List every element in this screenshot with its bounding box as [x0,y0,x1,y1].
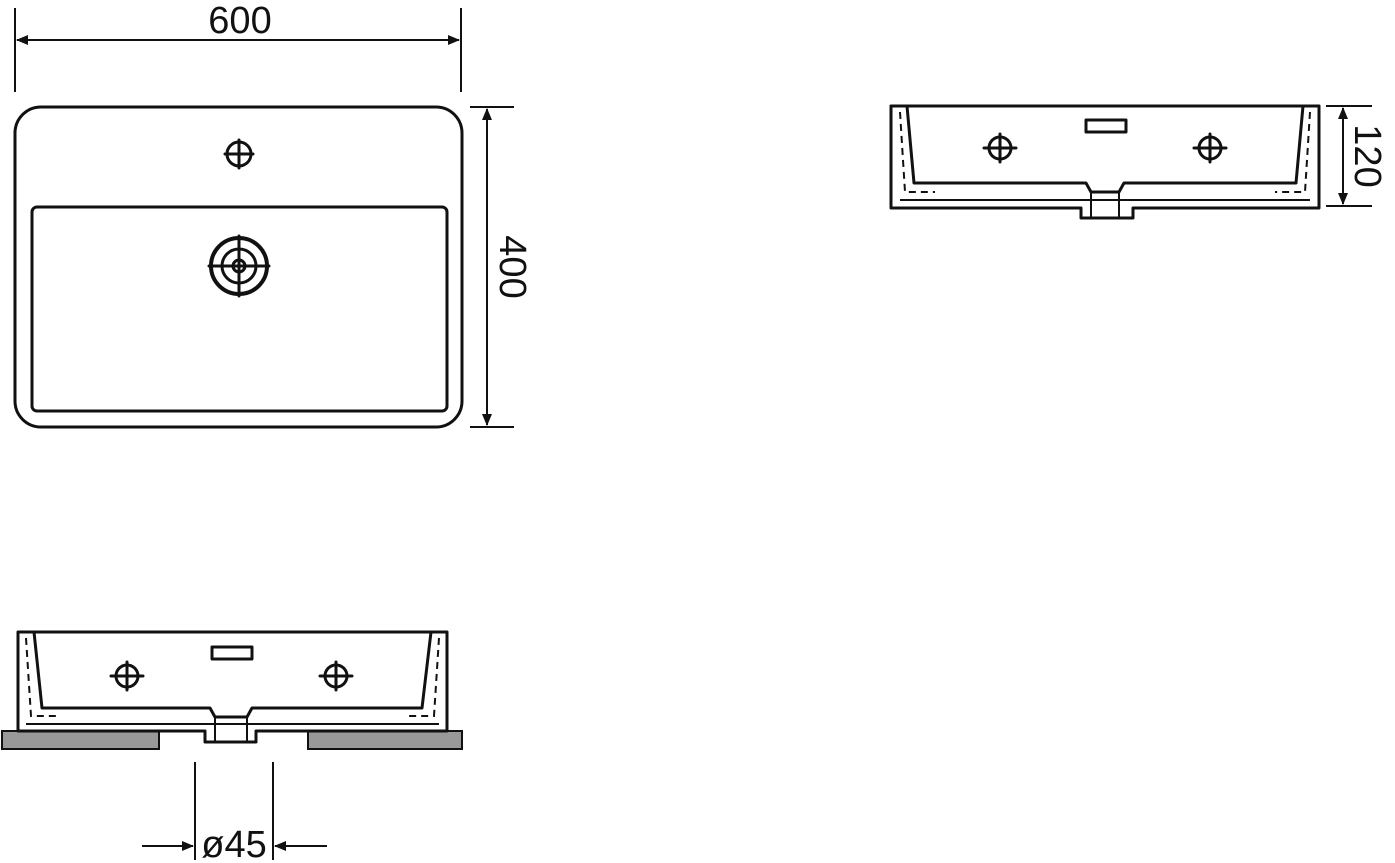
width-label: 600 [208,0,271,42]
basin-outer-outline [13,105,464,429]
fixing-hole-icon [109,660,145,692]
drain-icon [207,234,271,298]
countertop-left [1,730,160,750]
front-view: 120 [889,104,1388,220]
height-label: 120 [1346,124,1388,187]
height-dimension: 120 [1326,105,1388,207]
width-dimension: 600 [14,0,462,92]
tap-hole-icon [223,138,255,170]
drain-diameter-label: ø45 [201,824,266,863]
overflow-slot [1084,118,1128,134]
countertop-right [307,730,463,750]
overflow-slot [210,645,254,661]
basin-bowl-outline [30,205,449,413]
drain-dimension: ø45 [142,762,327,863]
fixing-hole-icon [982,132,1018,164]
depth-label: 400 [491,235,533,298]
fixing-hole-icon [318,660,354,692]
installed-view: ø45 [1,630,463,863]
top-view: 600 400 [13,0,533,429]
fixing-hole-icon [1192,132,1228,164]
depth-dimension: 400 [470,106,533,428]
